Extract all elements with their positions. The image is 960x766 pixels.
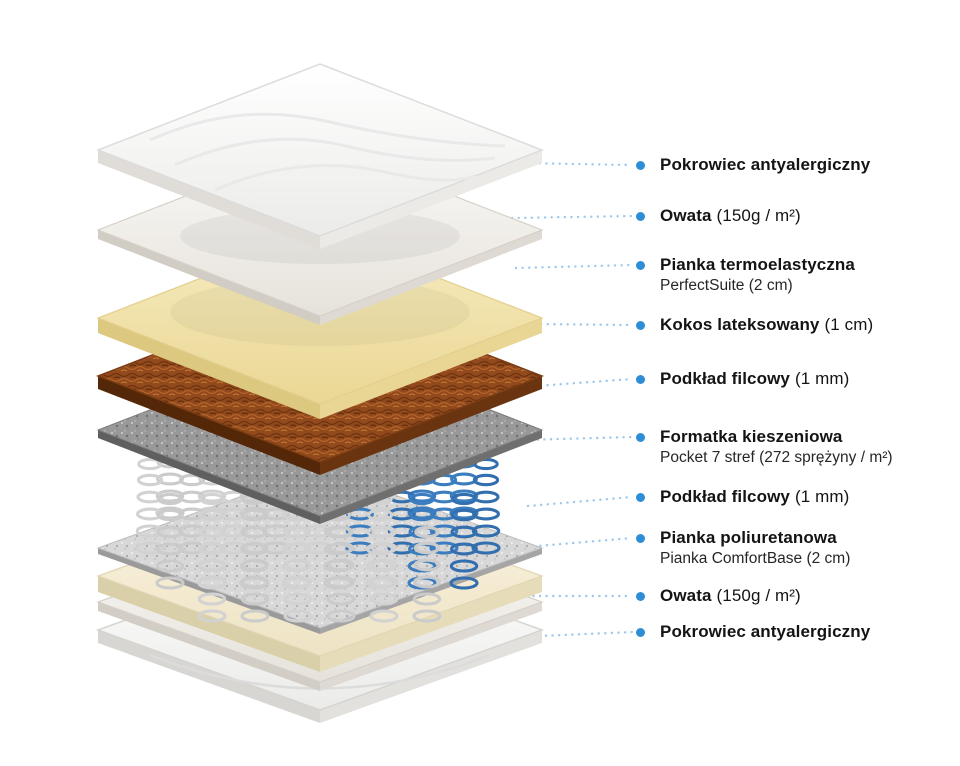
leader-wadding-top xyxy=(510,214,634,220)
leader-coconut xyxy=(526,322,634,327)
leader-memory-foam xyxy=(514,263,634,270)
leader-felt-bottom xyxy=(526,495,634,508)
layer-cover-top xyxy=(95,63,545,264)
